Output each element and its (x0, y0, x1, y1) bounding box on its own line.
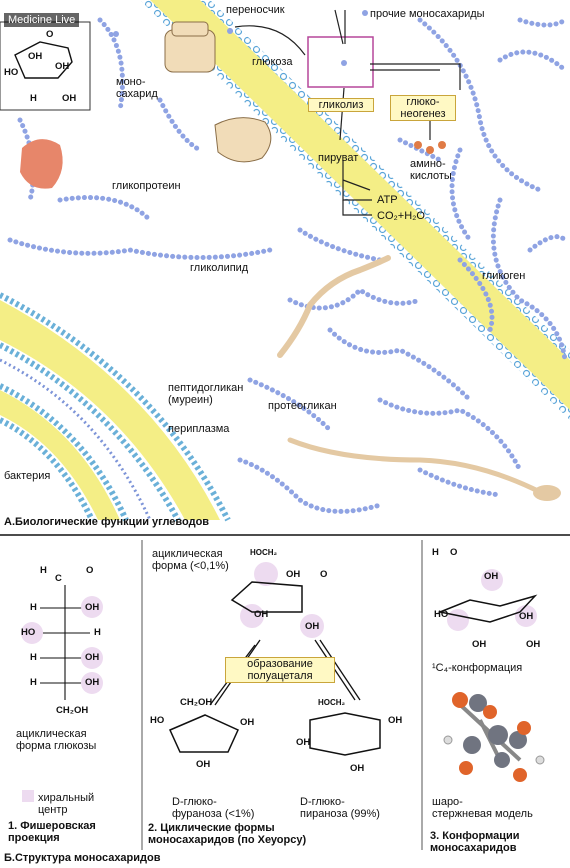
pyranose-oh: OH (296, 738, 310, 748)
fischer-oh5: OH (85, 678, 99, 688)
conf-oh4: OH (526, 640, 540, 650)
p1-chiral-center: хиральный центр (38, 792, 94, 816)
sperm-like-shape (290, 440, 540, 492)
label-periplasm: периплазма (168, 423, 229, 435)
label-proteoglycan: протеогликан (268, 400, 337, 412)
pyranose-oh3: OH (350, 764, 364, 774)
p2-o: O (320, 570, 327, 580)
p1-caption: 1. Фишеровская проекция (8, 820, 96, 844)
pyranose-hoch2: HOCH₂ (318, 698, 345, 708)
label-transporter: переносчик (226, 4, 285, 16)
fischer-oh4: OH (85, 653, 99, 663)
p2-oh-right: OH (305, 622, 319, 632)
ball-stick-model (444, 692, 544, 782)
inset-o: O (46, 30, 53, 40)
label-other-monosaccharides: прочие моносахариды (370, 8, 485, 20)
conf-oh2: OH (519, 612, 533, 622)
glucose-box (308, 37, 373, 87)
furanose-oh2: OH (196, 760, 210, 770)
p3-model: шаро- стержневая модель (432, 796, 533, 820)
fischer-ch2oh: CH₂OH (56, 706, 88, 716)
glycolysis-box: гликолиз (308, 98, 374, 112)
p2-furanose: D-глюко- фураноза (<1%) (172, 796, 254, 820)
p3-conformation: ¹C₄-конформация (432, 662, 522, 674)
fischer-c1: C (55, 574, 62, 584)
fischer-h1: H (40, 566, 47, 576)
label-atp: ATP (377, 194, 398, 206)
p2-pyranose: D-глюко- пираноза (99%) (300, 796, 380, 820)
transporter-protein (165, 22, 215, 72)
hemiacetal-box: образование полуацеталя (225, 657, 335, 683)
proteoglycan-core (280, 258, 388, 355)
p1-acyclic-form: ациклическая форма глюкозы (16, 728, 96, 752)
furanose-oh: OH (240, 718, 254, 728)
fischer-h2: H (30, 603, 37, 613)
inset-ho: HO (4, 68, 18, 78)
conf-h: H (432, 548, 439, 558)
p2-caption: 2. Циклические формы моносахаридов (по Х… (148, 822, 306, 846)
conf-ho: HO (434, 610, 448, 620)
label-glycoprotein: гликопротеин (112, 180, 181, 192)
inset-oh3: OH (62, 94, 76, 104)
conf-o: O (450, 548, 457, 558)
label-pyruvate: пируват (318, 152, 358, 164)
fischer-o: O (86, 566, 93, 576)
p2-oh-mid: OH (254, 610, 268, 620)
inset-h: H (30, 94, 37, 104)
label-glycogen: гликоген (482, 270, 525, 282)
fischer-h4: H (30, 653, 37, 663)
label-glucose: глюкоза (252, 56, 293, 68)
label-amino-acids: амино- кислоты (410, 158, 452, 182)
furanose-ch2oh: CH₂OH (180, 698, 212, 708)
caption-a: А.Биологические функции углеводов (4, 516, 209, 528)
bacterium-wall (0, 295, 228, 520)
inset-oh2: OH (55, 62, 69, 72)
label-bacterium: бактерия (4, 470, 50, 482)
pyranose-oh2: OH (388, 716, 402, 726)
fischer-ho3: HO (21, 628, 35, 638)
label-glycolipid: гликолипид (190, 262, 248, 274)
p3-caption: 3. Конформации моносахаридов (430, 830, 519, 854)
fischer-h5: H (30, 678, 37, 688)
glycoprotein-shape (215, 118, 271, 162)
conf-oh1: OH (484, 572, 498, 582)
label-co2h2o: CO₂+H₂O (377, 210, 425, 222)
conf-oh3: OH (472, 640, 486, 650)
label-monosaccharide: моно- сахарид (116, 76, 158, 100)
p2-oh-top: OH (286, 570, 300, 580)
p2-acyclic-form: ациклическая форма (<0,1%) (152, 548, 229, 572)
fischer-h3: H (94, 628, 101, 638)
gluconeogenesis-box: глюко- неогенез (390, 95, 456, 121)
label-peptidoglycan: пептидогликан (муреин) (168, 382, 243, 406)
p2-hoch2: HOCH₂ (250, 548, 277, 558)
watermark: Medicine Live (4, 13, 79, 27)
furanose-ho: HO (150, 716, 164, 726)
caption-b: Б.Структура моносахаридов (4, 852, 161, 864)
fischer-oh2: OH (85, 603, 99, 613)
inset-oh1: OH (28, 52, 42, 62)
bacterial-protein (20, 139, 63, 188)
